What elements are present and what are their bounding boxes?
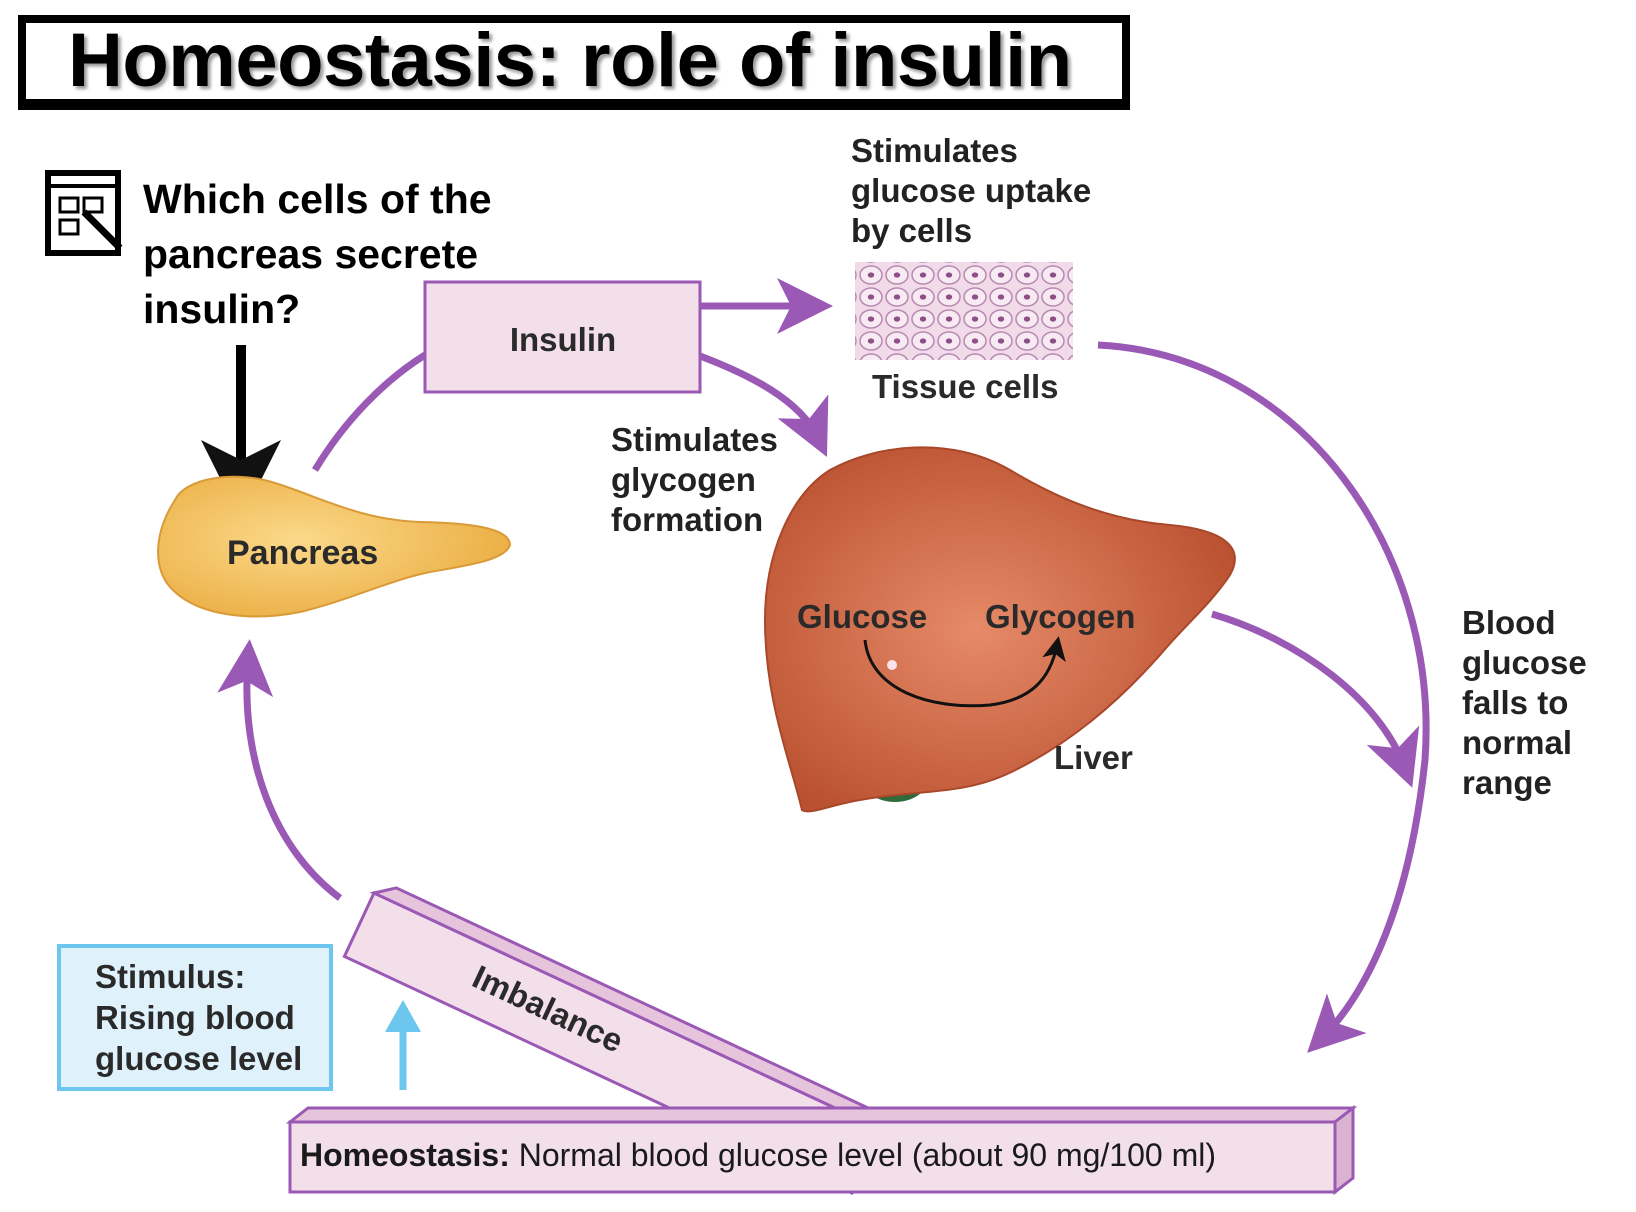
stimulus-up-arrow-head: [385, 1000, 421, 1032]
question-text: Which cells of the pancreas secrete insu…: [143, 176, 492, 332]
arrow-liver-to-blood: [1211, 610, 1420, 788]
liver-organ: [763, 446, 1236, 813]
homeostasis-label: Homeostasis:: [300, 1137, 510, 1173]
pancreas-organ: [157, 475, 512, 618]
stimulates-uptake-text: Stimulates glucose uptake by cells: [851, 132, 1092, 249]
insulin-box: [423, 280, 702, 394]
glucose-label: Glucose: [797, 598, 928, 635]
title-box: Homeostasis: role of insulin: [18, 15, 1130, 107]
page-title: Homeostasis: role of insulin: [68, 18, 1072, 103]
glucose-glycogen-arrow: [863, 636, 1066, 708]
homeostasis-value: Normal blood glucose level (about 90 mg/…: [518, 1137, 1216, 1173]
arrow-insulin-to-liver: [698, 352, 829, 457]
stimulates-glycogen-text: Stimulates glycogen formation: [611, 421, 778, 538]
arrow-imbalance-to-pancreas: [217, 639, 343, 901]
worksheet-pencil-icon: [45, 170, 123, 256]
stimulus-text: Stimulus: Rising blood glucose level: [95, 958, 303, 1077]
pancreas-label: Pancreas: [227, 534, 379, 572]
homeostasis-text: Homeostasis: Normal blood glucose level …: [300, 1137, 1216, 1174]
insulin-label: Insulin: [509, 321, 617, 358]
blood-falls-text: Blood glucose falls to normal range: [1462, 604, 1587, 801]
stimulus-box: Stimulus: Rising blood glucose level: [57, 944, 333, 1091]
homeostasis-bar: [285, 1104, 1358, 1196]
arrow-tissue-to-homeostasis: [1097, 341, 1430, 1053]
tissue-cells-label: Tissue cells: [872, 368, 1059, 405]
arrow-pancreas-to-insulin: [311, 352, 427, 472]
glycogen-label: Glycogen: [985, 598, 1136, 635]
liver-label: Liver: [1054, 739, 1133, 776]
tissue-cells-image: [855, 262, 1073, 360]
